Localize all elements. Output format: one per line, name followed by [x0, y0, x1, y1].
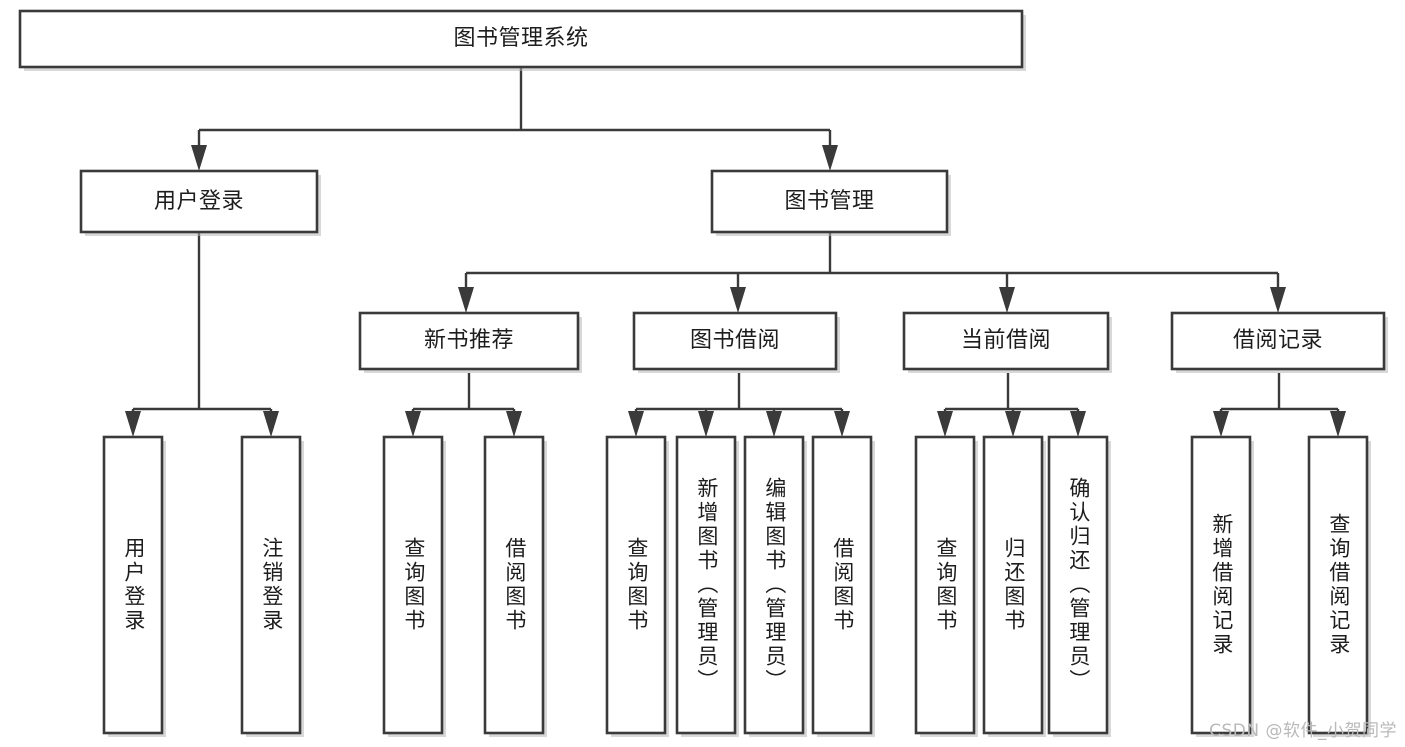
edge-group-current-borrow	[937, 373, 1086, 437]
arrow-book-mgmt-to-new-book	[458, 287, 474, 313]
leaf-user-login-0-box[interactable]	[102, 435, 164, 735]
arrow-book-mgmt-to-borrow-record	[1270, 287, 1286, 313]
edge-group-root	[191, 67, 838, 171]
csdn-watermark: CSDN @软件_小贺同学	[1209, 721, 1397, 741]
arrow-book-borrow-leaf-0	[628, 411, 644, 437]
leaf-book-borrow-2-box[interactable]	[743, 435, 805, 735]
leaf-borrow-record-1-box[interactable]	[1307, 435, 1369, 735]
arrow-user-login-leaf-1	[263, 411, 279, 437]
book-borrow-box[interactable]	[632, 311, 838, 371]
user-login-box[interactable]	[79, 169, 319, 234]
leaf-current-borrow-0-box[interactable]	[914, 435, 976, 735]
arrow-current-borrow-leaf-2	[1070, 411, 1086, 437]
leaf-book-borrow-3-box[interactable]	[811, 435, 873, 735]
arrow-root-to-book-mgmt	[822, 145, 838, 171]
arrow-user-login-leaf-0	[125, 411, 141, 437]
leaf-book-borrow-1-box[interactable]	[675, 435, 737, 735]
leaf-new-book-1-box[interactable]	[483, 435, 545, 735]
arrow-current-borrow-leaf-0	[937, 411, 953, 437]
edge-group-book-mgmt	[458, 232, 1286, 313]
arrow-borrow-record-leaf-0	[1213, 411, 1229, 437]
leaf-current-borrow-2-box[interactable]	[1047, 435, 1109, 735]
arrow-book-borrow-leaf-1	[698, 411, 714, 437]
edge-group-borrow-record	[1213, 373, 1346, 437]
arrow-book-borrow-leaf-2	[766, 411, 782, 437]
arrow-current-borrow-leaf-1	[1005, 411, 1021, 437]
root-box[interactable]	[18, 9, 1024, 69]
leaf-borrow-record-0-box[interactable]	[1190, 435, 1252, 735]
leaf-new-book-0-box[interactable]	[382, 435, 444, 735]
leaf-user-login-1-box[interactable]	[240, 435, 302, 735]
arrow-book-borrow-leaf-3	[834, 411, 850, 437]
arrow-book-mgmt-to-current-borrow	[999, 287, 1015, 313]
edge-group-book-borrow	[628, 373, 850, 437]
leaf-current-borrow-1-box[interactable]	[982, 435, 1044, 735]
leaf-book-borrow-0-box[interactable]	[605, 435, 667, 735]
current-borrow-box[interactable]	[902, 311, 1110, 371]
arrow-new-book-leaf-0	[405, 411, 421, 437]
edge-group-new-book	[405, 373, 522, 437]
arrow-borrow-record-leaf-1	[1330, 411, 1346, 437]
arrow-new-book-leaf-1	[506, 411, 522, 437]
book-mgmt-box[interactable]	[710, 169, 949, 234]
new-book-box[interactable]	[358, 311, 580, 371]
arrow-root-to-user-login	[191, 145, 207, 171]
borrow-record-box[interactable]	[1170, 311, 1386, 371]
arrow-book-mgmt-to-book-borrow	[730, 287, 746, 313]
edge-group-user-login	[125, 232, 279, 437]
